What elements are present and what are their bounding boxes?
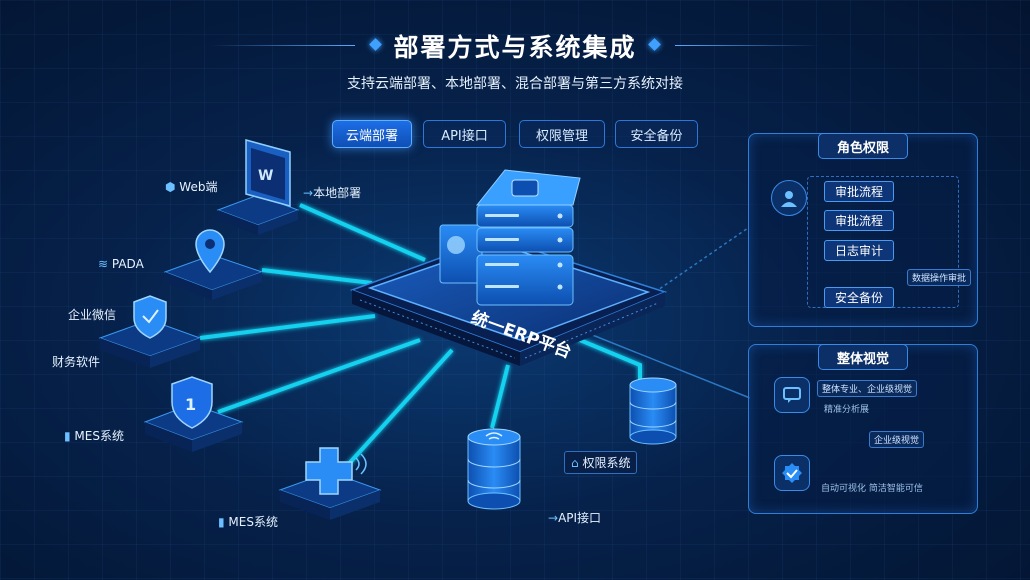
link-mes1 (217, 338, 421, 414)
link-roles (654, 227, 749, 293)
wifi-icon: ≋ (98, 257, 112, 271)
user-icon (771, 180, 807, 216)
overview-box-1: 整体专业、企业级视觉 (817, 380, 918, 397)
node-local-label: 本地部署 (313, 186, 362, 200)
log-audit-button[interactable]: 日志审计 (824, 240, 894, 261)
link-overview (579, 329, 751, 399)
node-rights-label: 权限系统 (582, 456, 631, 470)
shield-check-icon (133, 295, 167, 339)
node-web-label: Web端 (179, 180, 218, 194)
node-mes1-label: MES系统 (74, 429, 124, 443)
rights-database-icon (629, 377, 677, 445)
overview-text-1: 精准分析展 (824, 405, 870, 415)
tab-permission[interactable]: 权限管理 (519, 120, 605, 148)
title-line-right (675, 45, 820, 46)
overview-box-2: 企业级视觉 (869, 431, 925, 448)
page-title: 部署方式与系统集成 (393, 33, 637, 62)
pedestal-pada (163, 254, 264, 300)
monitor-icon: W (245, 139, 291, 207)
chat-icon (774, 377, 810, 413)
arrow-right-icon: → (548, 511, 559, 525)
node-api: →API接口 (548, 509, 601, 526)
node-finance: 财务软件 (52, 355, 101, 369)
title-row: 部署方式与系统集成 (0, 28, 1030, 64)
shield-one-icon: 1 (171, 376, 213, 429)
lock-icon: ▮ (64, 429, 75, 443)
link-mes2 (343, 348, 454, 470)
location-pin-icon (195, 229, 225, 274)
link-pada (261, 268, 373, 285)
tab-backup[interactable]: 安全备份 (615, 120, 698, 148)
node-wechat: 企业微信 (68, 308, 117, 322)
node-web: ⬢ Web端 (165, 178, 217, 195)
role-panel-title: 角色权限 (817, 133, 909, 159)
node-pada: ≋ PADA (98, 257, 144, 271)
link-api (490, 364, 510, 429)
lock-icon: ▮ (218, 515, 229, 529)
link-wechat (199, 314, 376, 340)
title-line-left (210, 45, 355, 46)
arrow-right-icon: → (303, 186, 314, 200)
svg-text:W: W (258, 168, 273, 184)
approval-flow-button-1[interactable]: 审批流程 (824, 181, 894, 202)
node-api-label: API接口 (558, 511, 602, 525)
node-mes2: ▮ MES系统 (218, 513, 278, 530)
role-note: 数据操作审批 (907, 269, 972, 286)
node-mes1: ▮ MES系统 (64, 427, 124, 444)
safe-backup-button[interactable]: 安全备份 (824, 287, 894, 308)
node-pada-label: PADA (111, 257, 144, 271)
api-database-icon (467, 428, 521, 510)
medical-cross-icon (305, 447, 367, 495)
tab-cloud-deploy[interactable]: 云端部署 (332, 120, 412, 148)
page-subtitle: 支持云端部署、本地部署、混合部署与第三方系统对接 (347, 76, 683, 92)
node-rights: ⌂ 权限系统 (564, 451, 638, 474)
link-web (299, 203, 426, 262)
overview-panel: 整体视觉 整体专业、企业级视觉 精准分析展 企业级视觉 自动可视化 简洁智能可信 (748, 344, 978, 514)
node-local: →本地部署 (303, 184, 361, 201)
overview-text-2: 自动可视化 简洁智能可信 (821, 484, 923, 494)
check-badge-icon (774, 455, 810, 491)
tab-api[interactable]: API接口 (423, 120, 506, 148)
cube-icon: ⬢ (165, 180, 180, 194)
node-mes2-label: MES系统 (228, 515, 278, 529)
link-rights (574, 336, 642, 380)
approval-flow-button-2[interactable]: 审批流程 (824, 210, 894, 231)
overview-panel-title: 整体视觉 (817, 344, 909, 370)
server-stack-icon (439, 169, 581, 306)
home-icon: ⌂ (571, 456, 583, 470)
role-permission-panel: 角色权限 审批流程 审批流程 日志审计 数据操作审批 安全备份 (748, 133, 978, 327)
svg-text:1: 1 (185, 395, 196, 414)
